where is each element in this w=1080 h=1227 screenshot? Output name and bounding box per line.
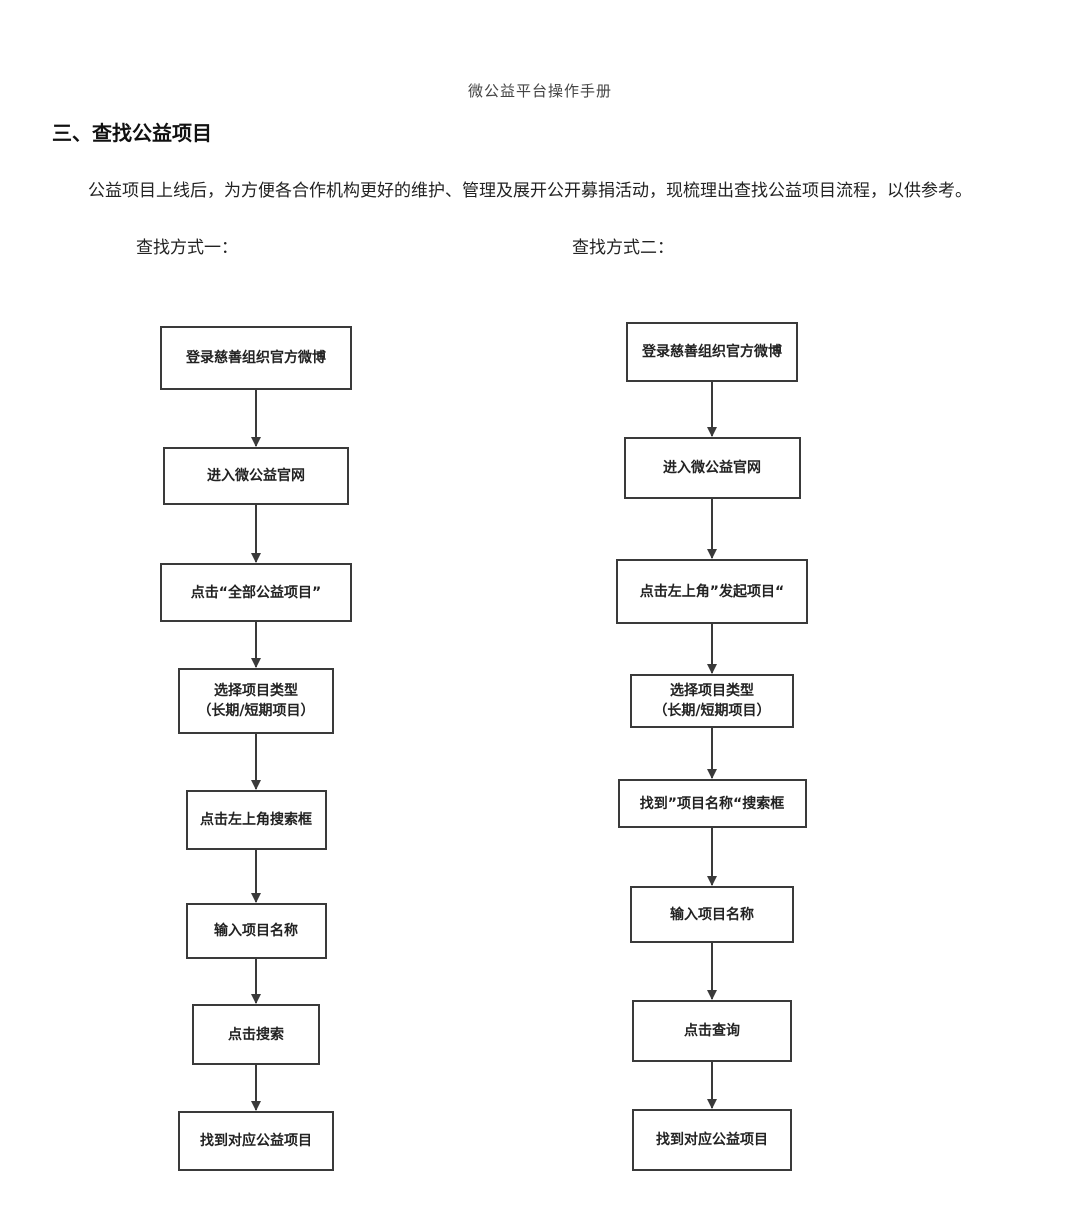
section-heading: 三、查找公益项目 xyxy=(52,121,212,145)
flow-two-step: 点击左上角”发起项目“ xyxy=(616,559,808,624)
flow-two-step: 进入微公益官网 xyxy=(623,437,801,499)
flow-one-step: 输入项目名称 xyxy=(185,903,327,959)
flow-one-step: 点击左上角搜索框 xyxy=(185,790,327,850)
flow-one-step: 点击“全部公益项目” xyxy=(160,563,352,622)
flow-two-step: 选择项目类型 （长期/短期项目） xyxy=(630,674,794,728)
page-header: 微公益平台操作手册 xyxy=(467,82,612,100)
flow-two-step: 找到对应公益项目 xyxy=(632,1109,792,1171)
flow-one-step: 登录慈善组织官方微博 xyxy=(160,326,352,390)
flow-two-step: 找到”项目名称“搜索框 xyxy=(617,779,807,828)
flow-two-step: 输入项目名称 xyxy=(630,886,794,943)
flow-one-step: 找到对应公益项目 xyxy=(178,1111,334,1171)
intro-paragraph: 公益项目上线后，为方便各合作机构更好的维护、管理及展开公开募捐活动，现梳理出查找… xyxy=(88,181,972,201)
flow-one-step: 点击搜索 xyxy=(192,1004,320,1065)
flow-one-step: 选择项目类型 （长期/短期项目） xyxy=(178,668,334,734)
method-one-label: 查找方式一： xyxy=(136,238,238,258)
flow-one-step: 进入微公益官网 xyxy=(163,447,349,505)
flow-two-step: 登录慈善组织官方微博 xyxy=(626,322,798,382)
flow-two-step: 点击查询 xyxy=(632,1000,792,1062)
method-two-label: 查找方式二： xyxy=(572,238,674,258)
